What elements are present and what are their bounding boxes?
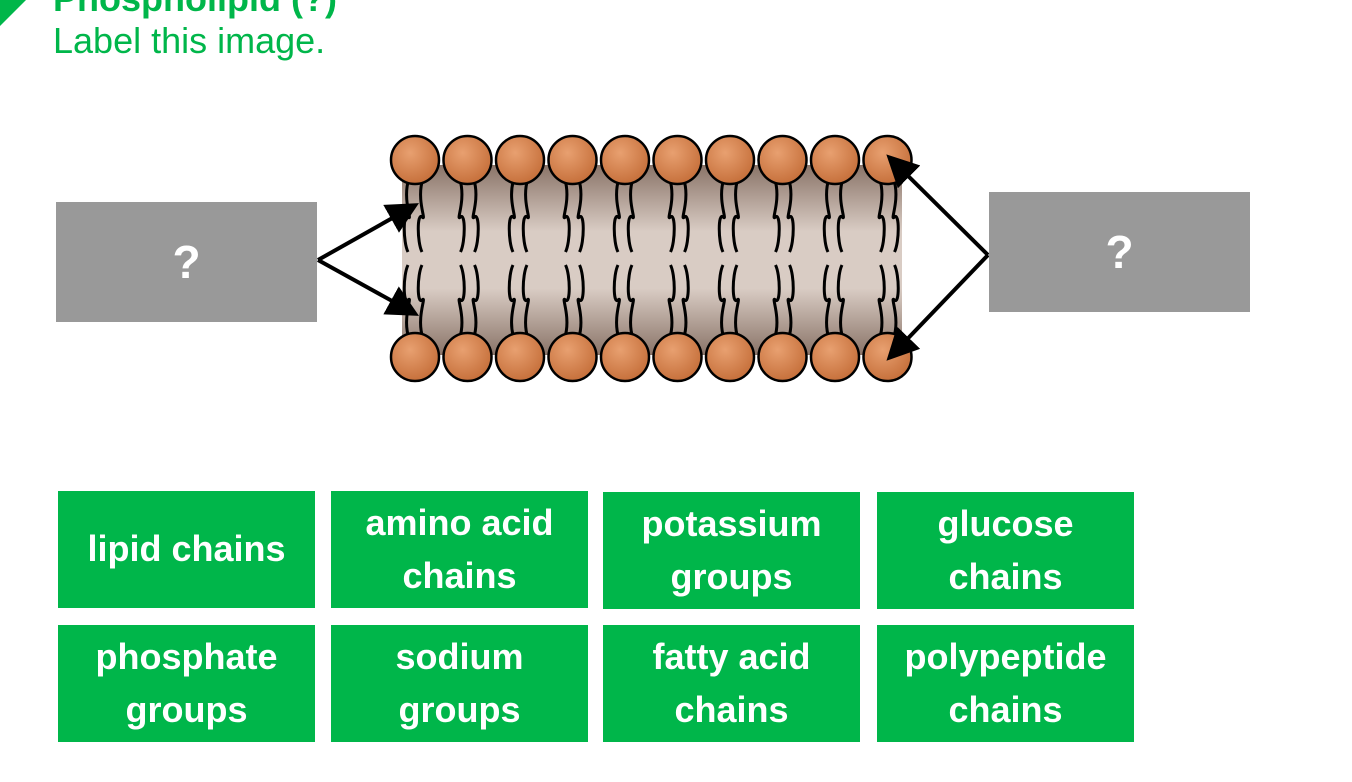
lipid-tail [471, 264, 480, 336]
phosphate-head [494, 134, 546, 186]
phosphate-heads [389, 134, 913, 383]
lipid-tail [416, 181, 425, 253]
lipid-tail [717, 181, 726, 253]
membrane-core [402, 165, 902, 355]
lipid-tail [612, 264, 621, 336]
lipid-tail [731, 181, 740, 253]
corner-ribbon [0, 0, 26, 26]
lipid-tail [772, 181, 781, 253]
lipid-tail [576, 264, 585, 336]
lipid-tail [836, 264, 845, 336]
lipid-tail [731, 264, 740, 336]
lipid-tail [786, 181, 795, 253]
phosphate-head [704, 134, 756, 186]
lipid-tail [457, 181, 466, 253]
lipid-tail [822, 181, 831, 253]
arrow-right-top [886, 154, 990, 257]
phosphate-head [442, 134, 493, 186]
arrow-left-top [317, 203, 419, 262]
lipid-tail [667, 264, 676, 336]
lipid-tail [521, 181, 530, 253]
lipid-tail [681, 181, 690, 253]
phosphate-head [547, 331, 598, 383]
lipid-tail [562, 264, 571, 336]
lipid-tail [626, 181, 635, 253]
arrow-right-bottom [886, 253, 990, 361]
arrows [317, 154, 990, 361]
phosphate-head [757, 331, 808, 383]
question-title: Phospholipid (?) [53, 0, 337, 20]
phosphate-head [809, 331, 861, 383]
phosphate-head [704, 331, 756, 383]
phosphate-head [862, 134, 913, 186]
arrow-left-bottom [317, 258, 420, 316]
phosphate-head [442, 331, 493, 383]
lipid-tail [717, 264, 726, 336]
option-polypeptide-chains[interactable]: polypeptide chains [877, 625, 1134, 742]
lipid-tail [681, 264, 690, 336]
drop-zone-left[interactable]: ? [56, 202, 317, 322]
lipid-tail [626, 264, 635, 336]
lipid-tail [471, 181, 480, 253]
lipid-tail [786, 264, 795, 336]
lipid-tail [521, 264, 530, 336]
lipid-tail [416, 264, 425, 336]
phosphate-head [389, 331, 441, 383]
lipid-tail [612, 181, 621, 253]
lipid-tail [576, 181, 585, 253]
option-amino-acid-chains[interactable]: amino acid chains [331, 491, 588, 608]
option-glucose-chains[interactable]: glucose chains [877, 492, 1134, 609]
phosphate-head [547, 134, 598, 186]
lipid-tail [836, 181, 845, 253]
option-sodium-groups[interactable]: sodium groups [331, 625, 588, 742]
lipid-tail [891, 181, 900, 253]
lipid-tail [891, 264, 900, 336]
phosphate-head [599, 331, 651, 383]
phosphate-head [494, 331, 546, 383]
lipid-tail [507, 181, 516, 253]
option-phosphate-groups[interactable]: phosphate groups [58, 625, 315, 742]
lipid-tail [562, 181, 571, 253]
lipid-tail [822, 264, 831, 336]
instruction-text: Label this image. [53, 20, 326, 61]
phosphate-head [599, 134, 651, 186]
option-potassium-groups[interactable]: potassium groups [603, 492, 860, 609]
drop-zone-right[interactable]: ? [989, 192, 1250, 312]
phosphate-head [389, 134, 441, 186]
option-lipid-chains[interactable]: lipid chains [58, 491, 315, 608]
lipid-tail [772, 264, 781, 336]
option-fatty-acid-chains[interactable]: fatty acid chains [603, 625, 860, 742]
phosphate-head [757, 134, 808, 186]
lipid-tail [507, 264, 516, 336]
phosphate-head [652, 331, 703, 383]
lipid-tail [667, 181, 676, 253]
phosphate-head [652, 134, 703, 186]
lipid-tail [457, 264, 466, 336]
phosphate-head [809, 134, 861, 186]
lipid-tail [877, 181, 886, 253]
lipid-tail [877, 264, 886, 336]
